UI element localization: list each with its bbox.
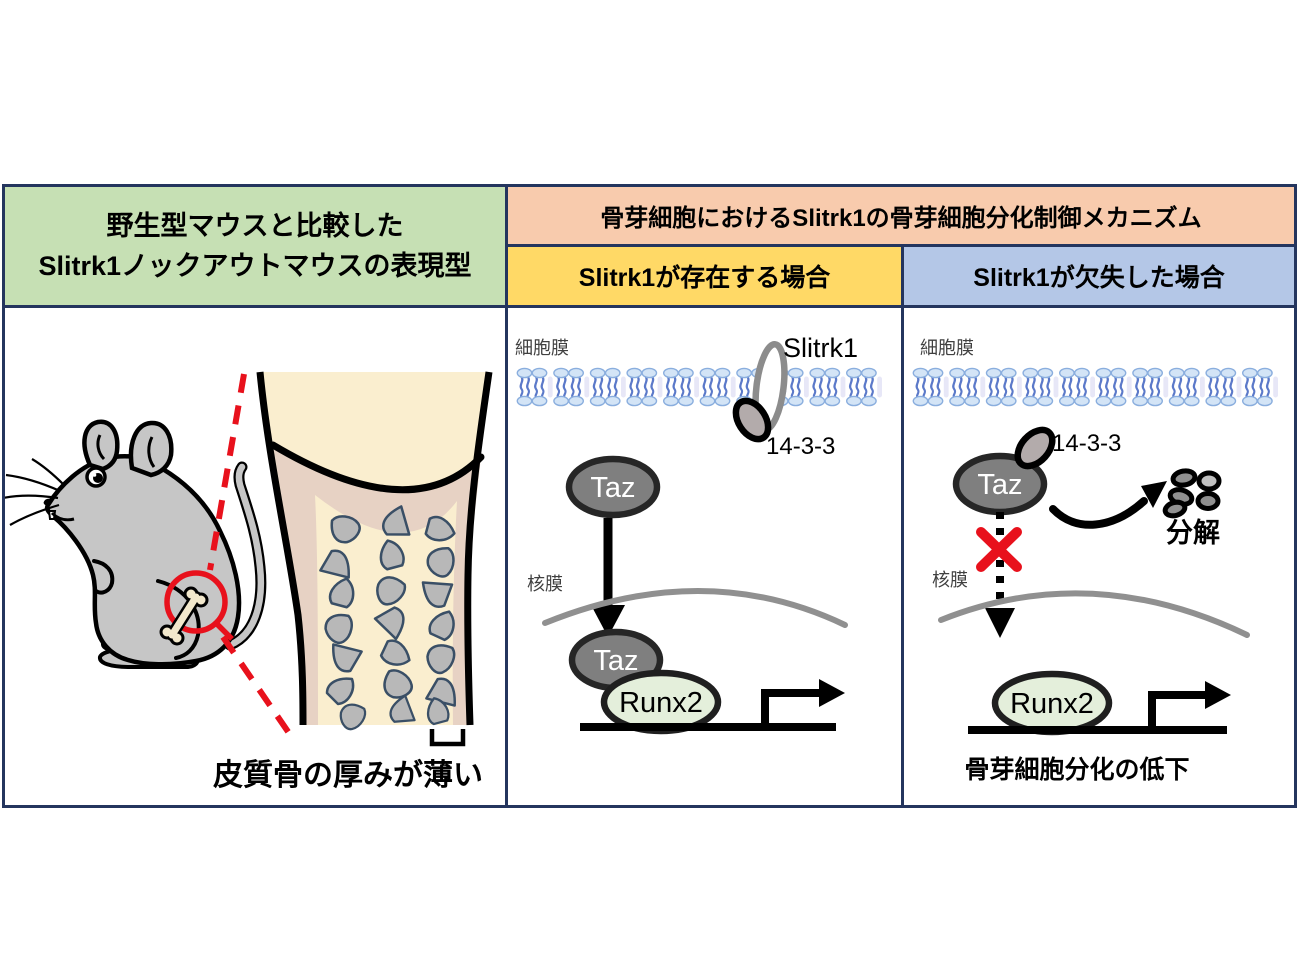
knockout-mouse-illustration <box>5 419 267 669</box>
slitrk1-absent-panel: 細胞膜 Taz 14-3-3 分解 核膜 Runx2 <box>901 305 1297 808</box>
cell-membrane-label: 細胞膜 <box>920 338 974 358</box>
cell-membrane-row <box>912 367 1280 407</box>
bone-growth-plate-line <box>269 441 485 494</box>
blocked-red-x <box>976 527 1022 572</box>
bone-outline-left <box>256 371 307 726</box>
mouse-front-paw <box>92 559 115 595</box>
protein-14-3-3-label: 14-3-3 <box>766 433 835 460</box>
slitrk1-present-header: Slitrk1が存在する場合 <box>505 244 904 308</box>
bone-outline-right <box>464 371 493 726</box>
cell-membrane-row <box>516 367 884 407</box>
mouse-mouth <box>50 511 75 522</box>
transcription-arrow <box>761 689 821 727</box>
mouse-body <box>44 454 242 667</box>
mouse-whiskers <box>5 458 65 526</box>
mouse-haunch-line <box>156 579 201 660</box>
mouse-tail <box>226 463 265 649</box>
taz-protein-cytoplasm <box>565 455 661 519</box>
phenotype-panel: 皮質骨の厚みが薄い <box>2 305 508 808</box>
mechanism-header: 骨芽細胞におけるSlitrk1の骨芽細胞分化制御メカニズム <box>505 184 1297 247</box>
protein-14-3-3-label: 14-3-3 <box>1052 430 1121 457</box>
degradation-arrow-head <box>1141 481 1167 508</box>
nuclear-membrane-label: 核膜 <box>527 574 563 594</box>
thickness-bracket <box>429 729 466 747</box>
runx2-label: Runx2 <box>619 687 703 719</box>
taz-cytoplasm-label: Taz <box>590 472 635 504</box>
translocation-arrow-head <box>591 605 625 637</box>
phenotype-header-line1: 野生型マウスと比較した <box>106 211 404 241</box>
degraded-fragments <box>1162 468 1222 519</box>
mouse-nose <box>43 498 53 506</box>
runx2-label: Runx2 <box>1010 688 1094 720</box>
phenotype-header: 野生型マウスと比較した Slitrk1ノックアウトマウスの表現型 <box>2 184 508 308</box>
zoom-dashed-line-top <box>207 373 247 571</box>
magnifier-circle <box>164 570 228 634</box>
transcription-arrow-head <box>1205 681 1231 709</box>
degradation-arrow <box>1049 497 1148 529</box>
transcription-arrow-head <box>819 679 845 707</box>
zoom-annotation <box>159 373 294 738</box>
protein-14-3-3 <box>1014 426 1056 470</box>
mouse-ear-left <box>82 419 120 472</box>
zoom-dashed-line-bottom <box>220 635 294 738</box>
magnifier-handle <box>215 622 234 641</box>
absent-diagram: 細胞膜 Taz 14-3-3 分解 核膜 Runx2 <box>912 338 1280 736</box>
slitrk1-label: Slitrk1 <box>783 333 858 363</box>
mouse-eye-glint <box>92 473 97 477</box>
blocked-translocation-arrow-head <box>985 608 1015 638</box>
absent-caption: 骨芽細胞分化の低下 <box>964 756 1190 784</box>
nuclear-membrane-label: 核膜 <box>932 570 968 590</box>
slitrk1-absent-header: Slitrk1が欠失した場合 <box>901 244 1297 308</box>
taz-label: Taz <box>977 469 1022 501</box>
mouse-ear-folds <box>96 434 156 468</box>
nuclear-membrane-arc <box>938 590 1250 638</box>
present-diagram: 細胞膜 Slitrk1 14-3-3 Taz 核膜 Taz Runx2 <box>515 333 884 735</box>
femur-bone-icon <box>159 586 209 646</box>
phenotype-header-line2: Slitrk1ノックアウトマウスの表現型 <box>38 251 472 281</box>
phenotype-illustration <box>5 371 493 747</box>
bone-section-illustration <box>256 371 493 747</box>
transcription-arrow <box>1148 691 1207 730</box>
degradation-label: 分解 <box>1166 518 1220 548</box>
taz-nucleus-label: Taz <box>593 645 638 677</box>
cell-membrane-label: 細胞膜 <box>515 338 569 358</box>
protein-14-3-3 <box>732 397 772 443</box>
mouse-ear-right <box>128 420 174 478</box>
nuclear-membrane-arc <box>542 588 848 628</box>
slitrk1-present-panel: 細胞膜 Slitrk1 14-3-3 Taz 核膜 Taz Runx2 <box>505 305 904 808</box>
phenotype-caption: 皮質骨の厚みが薄い <box>213 759 483 792</box>
